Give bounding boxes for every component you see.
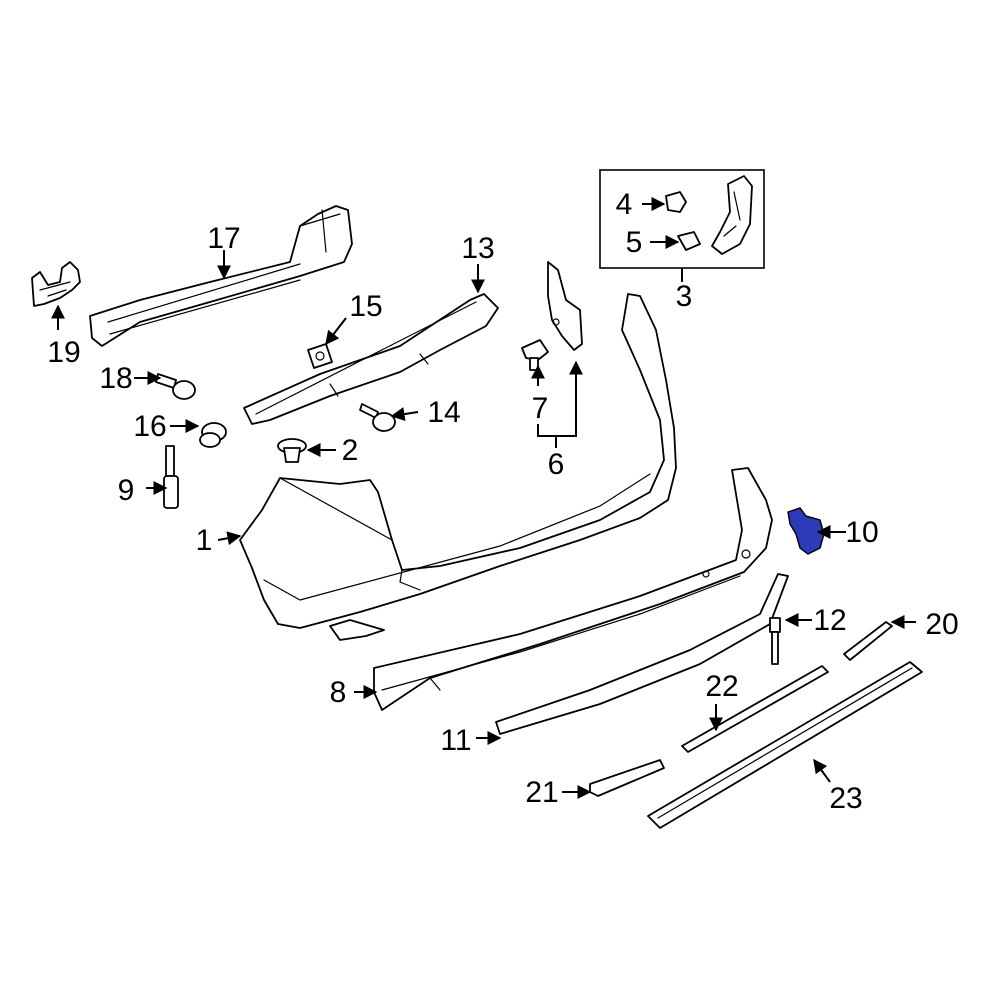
callout-2: 2 [342, 434, 359, 467]
callout-23: 23 [829, 782, 862, 815]
callout-17: 17 [207, 222, 240, 255]
callout-7: 7 [532, 392, 549, 425]
part-19-bracket [31, 261, 81, 307]
part-11-lower-molding [495, 573, 789, 735]
callout-9: 9 [118, 474, 135, 507]
part-10-fill [787, 507, 825, 555]
part-21-trim-strip [589, 759, 665, 797]
part-12-stud [769, 617, 781, 665]
callout-20: 20 [925, 608, 958, 641]
callout-5: 5 [626, 226, 643, 259]
callout-22: 22 [705, 670, 738, 703]
callout-15: 15 [349, 290, 382, 323]
part-17-reinforcement-beam [89, 205, 353, 347]
callout-6: 6 [548, 448, 565, 481]
part-7-fastener [521, 339, 549, 371]
callout-12: 12 [813, 604, 846, 637]
part-15-clip [307, 343, 333, 369]
callout-8: 8 [330, 676, 347, 709]
leader-lines [51, 197, 916, 799]
callout-21: 21 [525, 776, 558, 809]
part-1-bumper-cover [239, 293, 677, 641]
part-14-bolt [359, 403, 396, 432]
part-2-push-pin [277, 438, 307, 463]
part-8-lower-valance [373, 467, 773, 711]
callout-18: 18 [99, 362, 132, 395]
part-18-bolt [155, 373, 196, 400]
part-6-side-bracket [547, 261, 583, 351]
callout-13: 13 [461, 232, 494, 265]
part-10-bracket-highlighted [787, 507, 825, 555]
part-16-nut [199, 422, 227, 448]
part-20-trim-strip [843, 621, 893, 661]
callout-11: 11 [440, 724, 471, 757]
part-9-rivet [163, 445, 179, 509]
part-4-screw [665, 191, 687, 213]
callout-1: 1 [196, 524, 213, 557]
part-23-step-pad [647, 661, 923, 829]
part-5-clip [677, 231, 701, 251]
callout-16: 16 [133, 410, 166, 443]
callout-labels: 17 19 13 15 18 16 9 2 14 7 6 4 5 3 1 10 … [47, 188, 958, 815]
callout-19: 19 [47, 336, 80, 369]
part-13-energy-absorber [243, 293, 499, 425]
callout-3: 3 [676, 280, 693, 313]
callout-4: 4 [616, 188, 633, 221]
callout-10: 10 [845, 516, 878, 549]
callout-14: 14 [427, 396, 460, 429]
